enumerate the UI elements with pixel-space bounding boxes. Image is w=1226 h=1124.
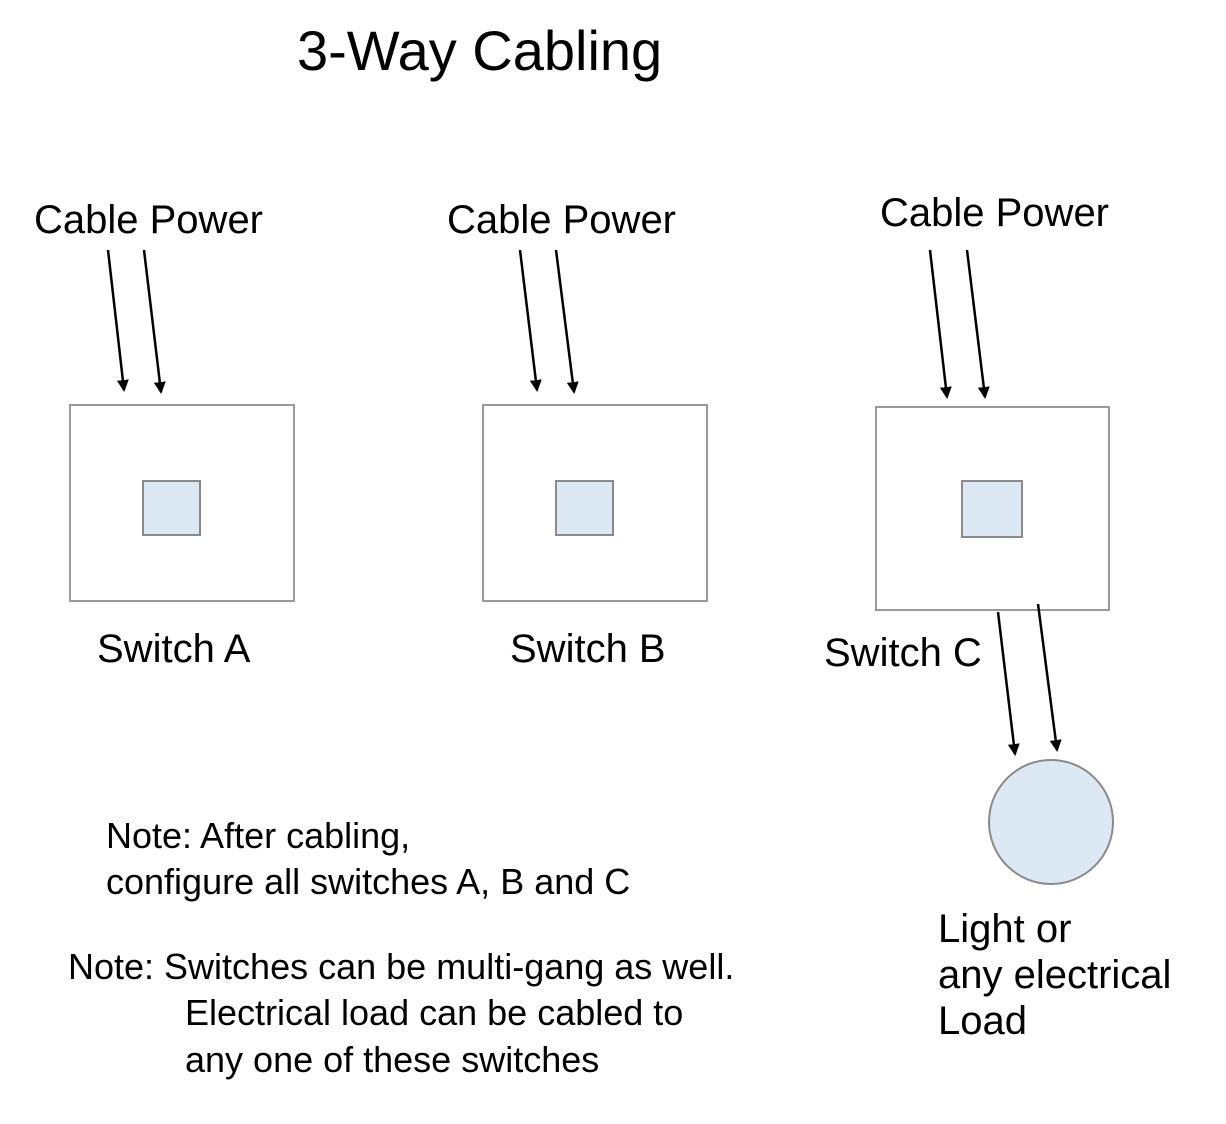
note-multigang-line-2: Electrical load can be cabled to bbox=[185, 992, 683, 1033]
switch-c-group: Cable Power Switch C bbox=[824, 191, 1110, 756]
light-bulb-icon bbox=[988, 759, 1114, 885]
switch-c-button bbox=[961, 480, 1023, 538]
note-configure-line-2: configure all switches A, B and C bbox=[106, 861, 630, 902]
switch-c-label: Switch C bbox=[824, 631, 982, 675]
note-multigang: Note: Switches can be multi-gang as well… bbox=[68, 946, 734, 1080]
switch-b-button bbox=[555, 480, 614, 536]
note-configure: Note: After cabling, configure all switc… bbox=[106, 815, 630, 902]
switch-a-button bbox=[142, 480, 201, 536]
power-wire-a-2 bbox=[142, 249, 166, 394]
switch-a-label: Switch A bbox=[97, 627, 251, 671]
power-wire-a-1 bbox=[106, 249, 129, 392]
cable-power-label-a: Cable Power bbox=[34, 198, 263, 242]
note-configure-line-1: Note: After cabling, bbox=[106, 815, 410, 856]
load-wire-2 bbox=[1036, 603, 1062, 752]
diagram-title: 3-Way Cabling bbox=[297, 19, 662, 82]
load-group: Light or any electrical Load bbox=[938, 759, 1171, 1043]
switch-b-label: Switch B bbox=[510, 627, 666, 671]
power-wire-c-1 bbox=[928, 249, 952, 399]
cable-power-label-c: Cable Power bbox=[880, 191, 1109, 235]
load-wire-1 bbox=[996, 611, 1020, 756]
power-wire-b-1 bbox=[518, 249, 542, 392]
load-label-line-3: Load bbox=[938, 999, 1027, 1043]
note-multigang-line-1: Note: Switches can be multi-gang as well… bbox=[68, 946, 734, 987]
load-label-line-1: Light or bbox=[938, 907, 1071, 951]
cable-power-label-b: Cable Power bbox=[447, 198, 676, 242]
power-wire-b-2 bbox=[554, 249, 579, 394]
power-wire-c-2 bbox=[965, 249, 990, 399]
switch-b-group: Cable Power Switch B bbox=[447, 198, 708, 671]
switch-a-group: Cable Power Switch A bbox=[34, 198, 295, 671]
load-label-line-2: any electrical bbox=[938, 953, 1171, 997]
note-multigang-line-3: any one of these switches bbox=[185, 1039, 599, 1080]
